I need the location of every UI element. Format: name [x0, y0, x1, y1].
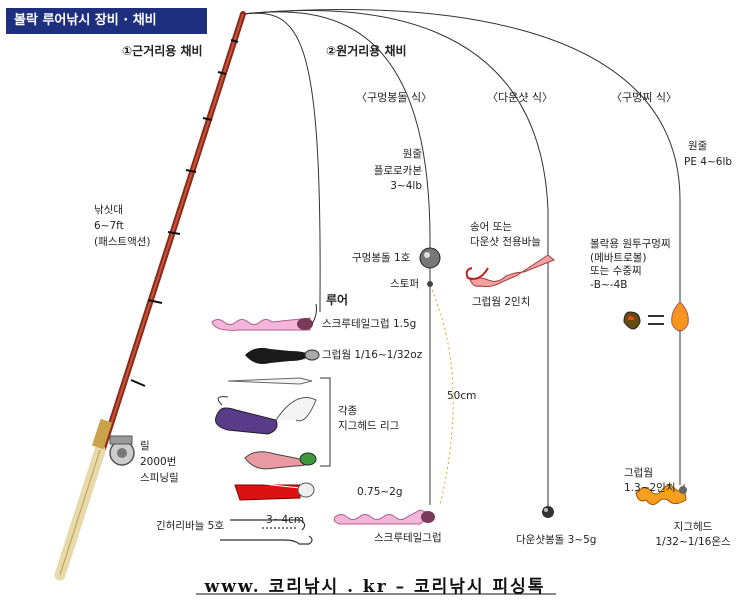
float-label: 볼락용 원투구멍찌 (메바트로볼) 또는 수중찌 -B~-4B	[590, 238, 671, 291]
line-hole-float	[242, 9, 681, 485]
hole-sinker-jighead: 0.75~2g	[357, 486, 403, 498]
lure-label-jighead: 각종 지그헤드 리그	[338, 405, 400, 432]
long-range-heading: ②원거리용 채비	[326, 44, 407, 58]
lure-heading: 루어	[326, 293, 349, 307]
hole-sinker-grub-lure	[333, 509, 435, 525]
hole-sinker-heading: 〈구멍봉돌 식〉	[356, 91, 433, 104]
footer-website: www. 코리낚시 . kr – 코리낚시 피싱톡	[204, 577, 546, 597]
reel-name: 릴	[140, 440, 150, 452]
stopper-label: 스토퍼	[390, 278, 419, 290]
clear-grub-lure	[227, 377, 313, 385]
page-title: 볼락 루어낚시 장비 · 채비	[6, 8, 207, 34]
lure-label-grub: 그럽웜 1/16~1/32oz	[322, 349, 423, 361]
screwtail-grub-lure	[211, 303, 317, 331]
hole-float-heading: 〈구멍찌 식〉	[611, 91, 677, 104]
float-grub-lure	[635, 483, 687, 506]
float-icon	[671, 301, 689, 340]
float-mainline: 원줄	[688, 140, 708, 152]
downshot-hook: 송어 또는 다운샷 전용바늘	[470, 221, 541, 248]
weight-icon	[623, 311, 641, 330]
downshot-worm-label: 그럽웜 2인치	[472, 296, 531, 308]
rod-name: 낚싯대	[94, 204, 123, 216]
leader-length: 50cm	[447, 390, 477, 402]
hook-label: 긴허리바늘 5호	[156, 520, 224, 532]
float-mainline-spec: PE 4~6lb	[684, 156, 733, 168]
hole-sinker-mainline-spec: 플로로카본 3~4lb	[373, 165, 422, 192]
reel-type: 스피닝릴	[140, 472, 179, 484]
hole-sinker-label: 구멍봉돌 1호	[352, 252, 411, 264]
float-worm: 그럽웜 1.3~2인치	[624, 467, 676, 494]
hook-distance: 3~4cm	[266, 514, 305, 526]
downshot-worm	[465, 254, 555, 288]
rod-type: (패스트액션)	[94, 236, 151, 248]
line-hole-sinker	[242, 11, 431, 505]
hole-sinker-worm: 스크루테일그럽	[374, 532, 442, 544]
black-grub-lure	[245, 347, 320, 364]
hole-sinker-mainline: 원줄	[402, 148, 422, 160]
downshot-sinker: 다운샷봉돌 3~5g	[516, 534, 597, 546]
red-feather-lure	[234, 481, 315, 501]
float-jighead: 지그헤드 1/32~1/16온스	[655, 521, 731, 548]
rod-length: 6~7ft	[94, 220, 124, 232]
reel-icon	[109, 435, 135, 466]
fishing-rod	[54, 11, 246, 581]
green-fish-lure	[244, 451, 317, 470]
short-range-heading: ①근거리용 채비	[122, 44, 203, 58]
long-shank-hooks	[220, 519, 313, 545]
line-short-range	[242, 12, 321, 312]
reel-size: 2000번	[140, 456, 177, 468]
downshot-heading: 〈다운샷 식〉	[487, 91, 553, 104]
purple-swimbait-lure	[215, 396, 317, 435]
lure-label-screwtail: 스크루테일그럽 1.5g	[322, 318, 417, 330]
